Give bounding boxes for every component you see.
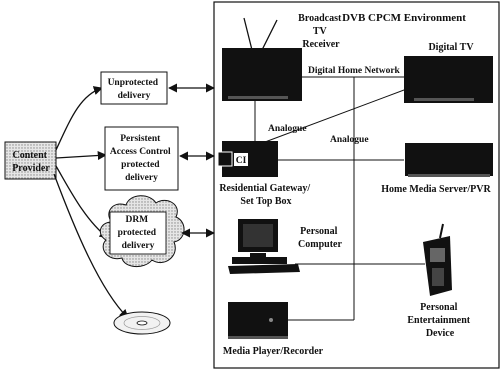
personal-computer-icon	[228, 219, 300, 274]
network-wires	[254, 76, 425, 321]
optical-disc-icon	[113, 311, 171, 335]
drm-delivery-label: DRM protected delivery	[118, 215, 159, 251]
digital-tv-icon	[404, 56, 493, 103]
persistent-delivery-box	[104, 126, 179, 191]
ped-label: Personal Entertainment Device	[407, 302, 472, 339]
digital-tv-stand	[414, 98, 474, 101]
digital-tv-label: Digital TV	[428, 42, 474, 53]
digital-home-network-label: Digital Home Network	[308, 66, 401, 76]
content-provider-box	[4, 141, 57, 180]
media-server-base	[408, 174, 490, 177]
delivery-arrows	[168, 83, 215, 238]
pc-label: Personal Computer	[298, 226, 342, 250]
media-server-icon	[405, 143, 493, 176]
environment-title: DVB CPCM Environment	[342, 12, 466, 24]
analogue-label-2: Analogue	[330, 135, 369, 145]
environment-boundary	[213, 1, 500, 369]
unprotected-delivery-box	[100, 71, 168, 105]
personal-entertainment-device-icon	[423, 223, 452, 296]
gateway-label: Residential Gateway/ Set Top Box	[219, 183, 312, 207]
broadcast-tv-icon	[222, 17, 302, 101]
drm-delivery-box	[109, 211, 167, 255]
persistent-delivery-label: Persistent Access Control protected deli…	[110, 134, 173, 183]
media-player-label: Media Player/Recorder	[223, 346, 324, 357]
content-provider-label: Content Provider	[12, 150, 50, 174]
unprotected-delivery-label: Unprotected delivery	[108, 78, 161, 101]
analogue-label-1: Analogue	[268, 124, 307, 134]
media-player-icon	[228, 302, 288, 339]
media-server-label: Home Media Server/PVR	[381, 184, 491, 195]
set-top-box-icon	[217, 141, 278, 177]
broadcast-tv-label: Broadcast TV Receiver	[298, 13, 344, 50]
provider-arrows	[53, 86, 129, 319]
ci-badge: CI	[236, 156, 247, 166]
